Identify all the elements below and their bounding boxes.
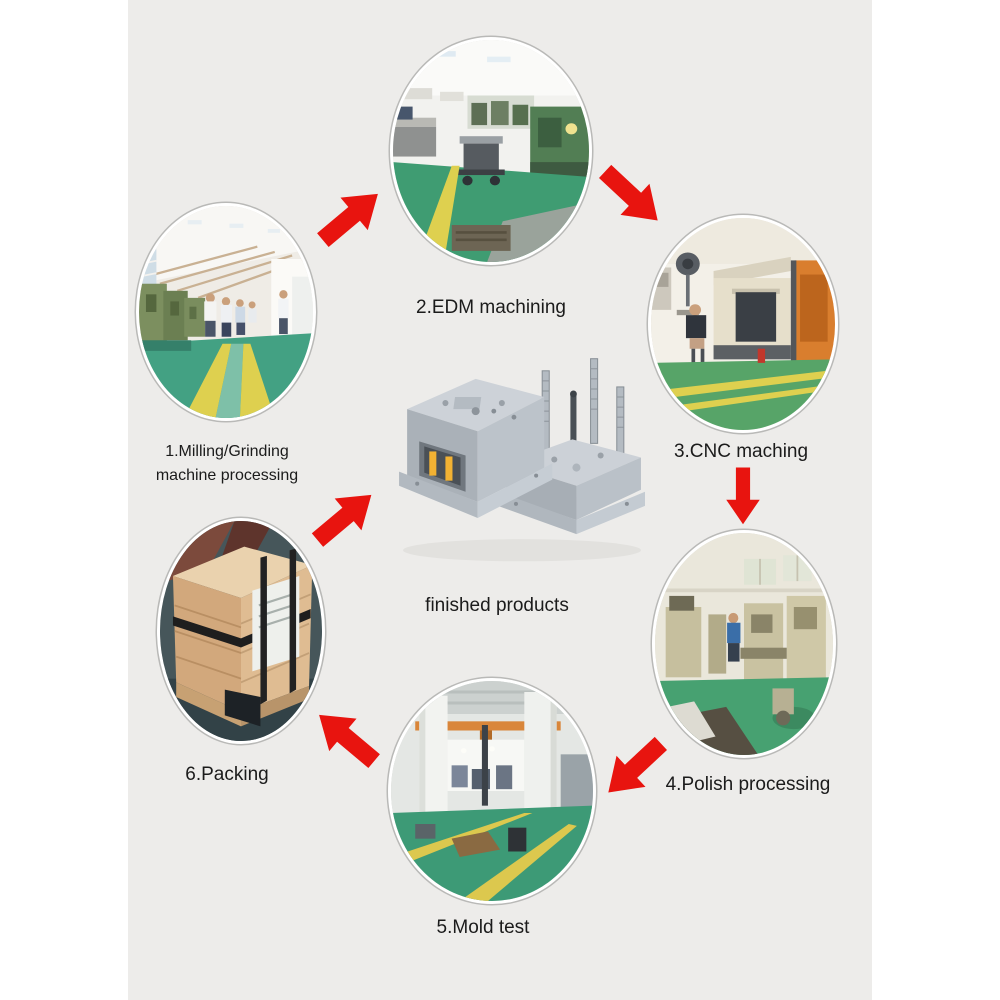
photo-polish-processing-workshop [652, 530, 836, 758]
process-arrow-2-to-3-icon [588, 153, 676, 239]
process-arrow-4-to-5-icon [590, 725, 678, 811]
polish-workshop-illustration [655, 533, 833, 755]
photo-cnc-machining-workshop [648, 215, 838, 433]
cnc-workshop-illustration [651, 218, 835, 430]
diagram-panel [128, 0, 872, 1000]
milling-workshop-illustration [139, 206, 313, 418]
photo-edm-machining-workshop [390, 37, 592, 265]
process-arrow-3-to-4-icon [724, 467, 763, 526]
stage-label-2: 2.EDM machining [416, 297, 566, 318]
photo-mold-test-factory [388, 678, 596, 904]
packing-crate-illustration [160, 521, 322, 741]
stage-label-1: 1.Milling/Grinding machine processing [156, 440, 298, 488]
stage-label-1-line1: 1.Milling/Grinding [165, 443, 289, 460]
photo-milling-grinding-workshop [136, 203, 316, 421]
stage-label-3: 3.CNC maching [673, 441, 809, 462]
mold-half-left [399, 378, 553, 518]
stage-label-4: 4.Polish processing [665, 774, 831, 795]
photo-wooden-crate-packing [157, 518, 325, 744]
stage-label-1-line2: machine processing [155, 467, 299, 484]
stage-label-5: 5.Mold test [436, 917, 530, 938]
edm-workshop-illustration [393, 40, 589, 262]
mold-half-right [497, 358, 645, 535]
mold-test-factory-illustration [391, 681, 593, 901]
center-label: finished products [425, 595, 569, 616]
process-arrow-1-to-2-icon [307, 174, 395, 259]
finished-products-image [393, 350, 645, 568]
process-arrow-6-to-center-icon [302, 475, 388, 558]
injection-mold-illustration [399, 358, 645, 562]
process-arrow-5-to-6-icon [302, 695, 390, 780]
stage-label-6: 6.Packing [185, 764, 269, 785]
